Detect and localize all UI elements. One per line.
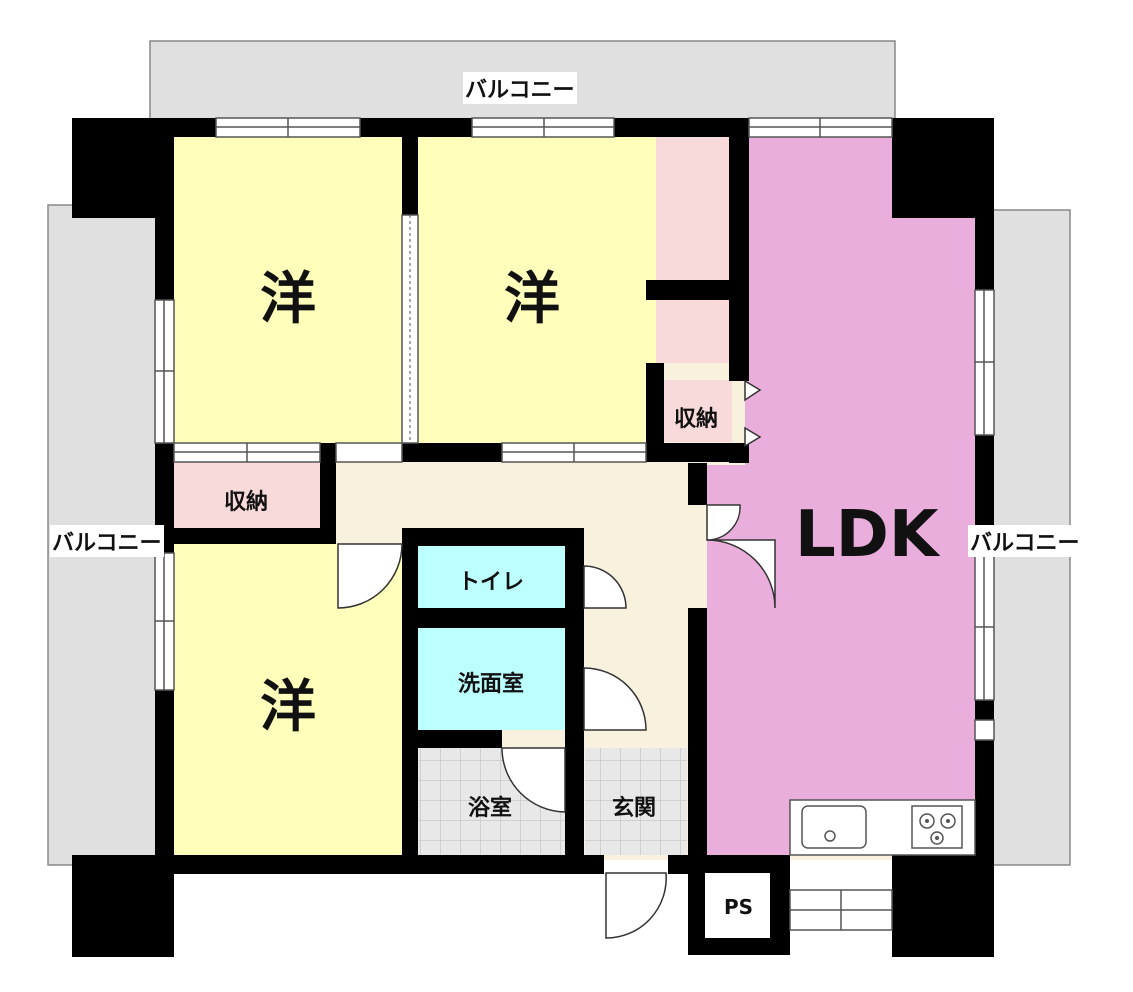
entrance-label: 玄関 <box>612 796 657 821</box>
doors <box>337 504 776 939</box>
ldk-label: LDK <box>795 498 939 572</box>
toilet-label: トイレ <box>458 570 525 595</box>
ps-label: PS <box>724 895 754 919</box>
balcony-left-label: バルコニー <box>50 525 164 557</box>
ps-box <box>705 873 770 938</box>
storage-1-label: 収納 <box>224 490 269 515</box>
western-room-1-label: 洋 <box>260 267 316 332</box>
storage-2-label: 収納 <box>674 407 719 432</box>
washroom-label: 洗面室 <box>458 672 525 697</box>
western-room-2-label: 洋 <box>504 267 560 332</box>
western-room-3-label: 洋 <box>260 675 316 740</box>
sliding-door <box>401 214 419 444</box>
bathroom-label: 浴室 <box>468 796 513 821</box>
balcony-top-label: バルコニー <box>463 72 577 104</box>
sink-icon <box>801 805 867 849</box>
window-glazing-lines <box>155 118 994 930</box>
balcony-right-label: バルコニー <box>968 525 1082 557</box>
closet-door-marks <box>744 379 762 448</box>
stove-icon <box>911 805 963 849</box>
kitchen-counter <box>789 799 976 856</box>
